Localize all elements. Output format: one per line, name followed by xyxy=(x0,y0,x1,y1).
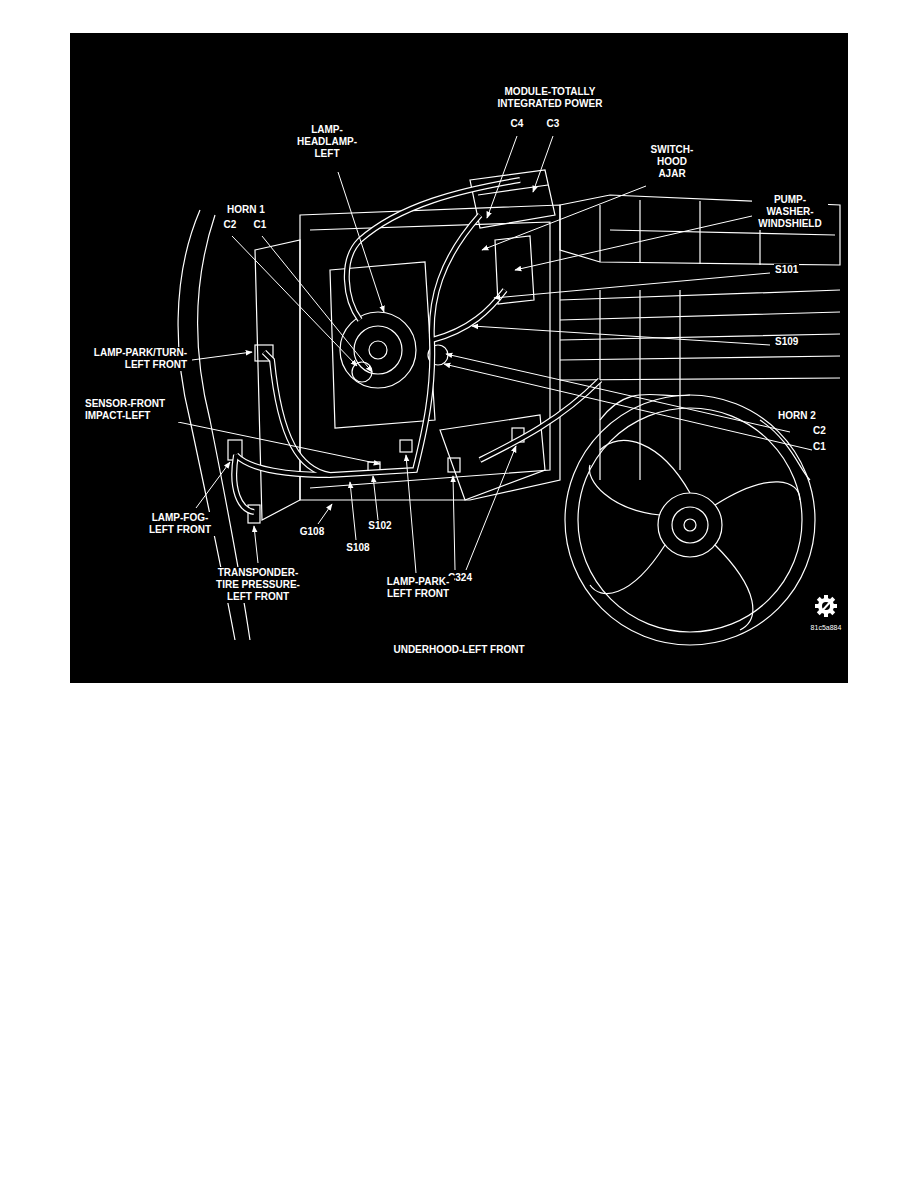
callout-label: HORN 2 xyxy=(777,410,817,422)
gear-symbol xyxy=(815,595,837,617)
callout-label: C2 xyxy=(223,219,238,231)
callout-label: C2 xyxy=(812,425,827,437)
callout-label: C4 xyxy=(510,118,525,130)
figure-number: 81c5a884 xyxy=(810,624,843,632)
engine-bay-drawing xyxy=(178,170,840,645)
callout-label: LAMP-PARK/TURN- LEFT FRONT xyxy=(84,347,188,371)
background-panel xyxy=(70,33,848,683)
callout-label: SWITCH- HOOD AJAR xyxy=(646,144,698,180)
callout-label: LAMP- HEADLAMP- LEFT xyxy=(291,124,363,160)
callout-label: S108 xyxy=(345,542,370,554)
callout-label: C1 xyxy=(812,441,827,453)
callout-label: S109 xyxy=(774,336,799,348)
callout-label: LAMP-FOG- LEFT FRONT xyxy=(144,512,216,536)
callout-label: MODULE-TOTALLY INTEGRATED POWER xyxy=(483,86,618,110)
callout-label: PUMP- WASHER- WINDSHIELD xyxy=(752,194,828,230)
wiring-harness xyxy=(234,180,600,512)
callout-label: C1 xyxy=(253,219,268,231)
callout-label: SENSOR-FRONT IMPACT-LEFT xyxy=(84,398,180,422)
figure-caption: UNDERHOOD-LEFT FRONT xyxy=(392,644,525,656)
callout-label: S102 xyxy=(367,520,392,532)
callout-label: TRANSPONDER- TIRE PRESSURE- LEFT FRONT xyxy=(208,567,308,603)
callout-label: C3 xyxy=(546,118,561,130)
callout-label: LAMP-PARK- LEFT FRONT xyxy=(382,576,454,600)
callout-label: S101 xyxy=(774,264,799,276)
callout-label: G108 xyxy=(299,526,325,538)
callout-label: HORN 1 xyxy=(226,204,266,216)
leader-lines xyxy=(178,136,812,573)
